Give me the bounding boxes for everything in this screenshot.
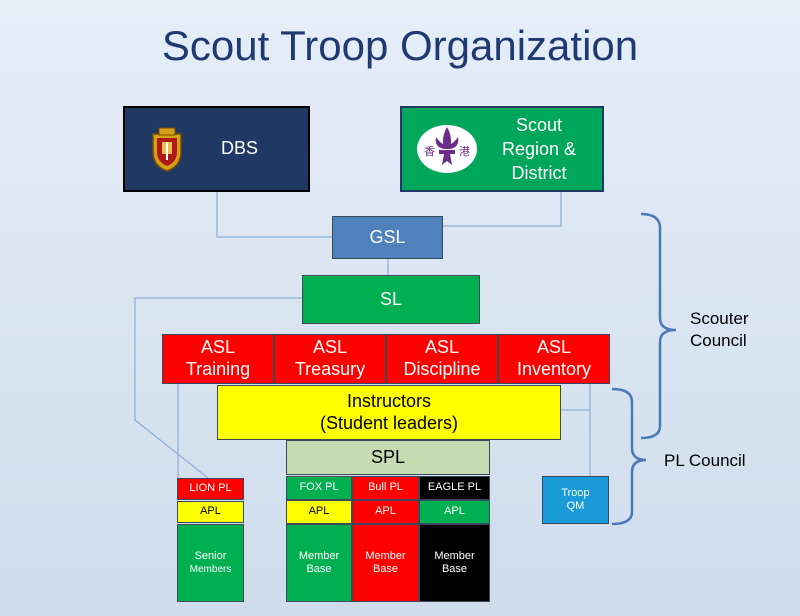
bull-pl-box: Bull PL (352, 476, 419, 500)
fleur-de-lis-icon: 香 港 (417, 125, 477, 173)
spl-box: SPL (286, 440, 490, 475)
pl-council-label: PL Council (664, 451, 746, 470)
school-crest-icon (152, 127, 182, 172)
instructors-box: Instructors(Student leaders) (217, 385, 561, 440)
dbs-to-gsl-line (216, 192, 332, 238)
lion-apl-box: APL (177, 501, 244, 523)
bull-apl-box: APL (352, 500, 419, 524)
lion-pl-box: LION PL (177, 478, 244, 500)
page-title: Scout Troop Organization (161, 22, 639, 69)
pl-council-bracket (611, 387, 647, 526)
scouter-council-bracket (640, 212, 677, 440)
scout-region-box: 香 港 Scout Region & District (400, 106, 604, 192)
scout-region-label: Scout Region & District (502, 114, 577, 184)
region-to-gsl-line (443, 192, 562, 227)
scouter-council-label: Scouter Council (690, 309, 749, 351)
emblem-char-left: 香 (424, 145, 435, 158)
gsl-box: GSL (332, 216, 443, 259)
fox-pl-box: FOX PL (286, 476, 352, 500)
eagle-apl-box: APL (419, 500, 490, 524)
fox-apl-box: APL (286, 500, 352, 524)
lion-senior-members-box: Senior Members (177, 524, 244, 602)
emblem-char-right: 港 (459, 145, 470, 158)
sl-to-lion-line (134, 297, 302, 479)
dbs-label: DBS (221, 138, 259, 159)
sl-box: SL (302, 275, 480, 324)
dbs-box: DBS (123, 106, 310, 192)
eagle-pl-box: EAGLE PL (419, 476, 490, 500)
